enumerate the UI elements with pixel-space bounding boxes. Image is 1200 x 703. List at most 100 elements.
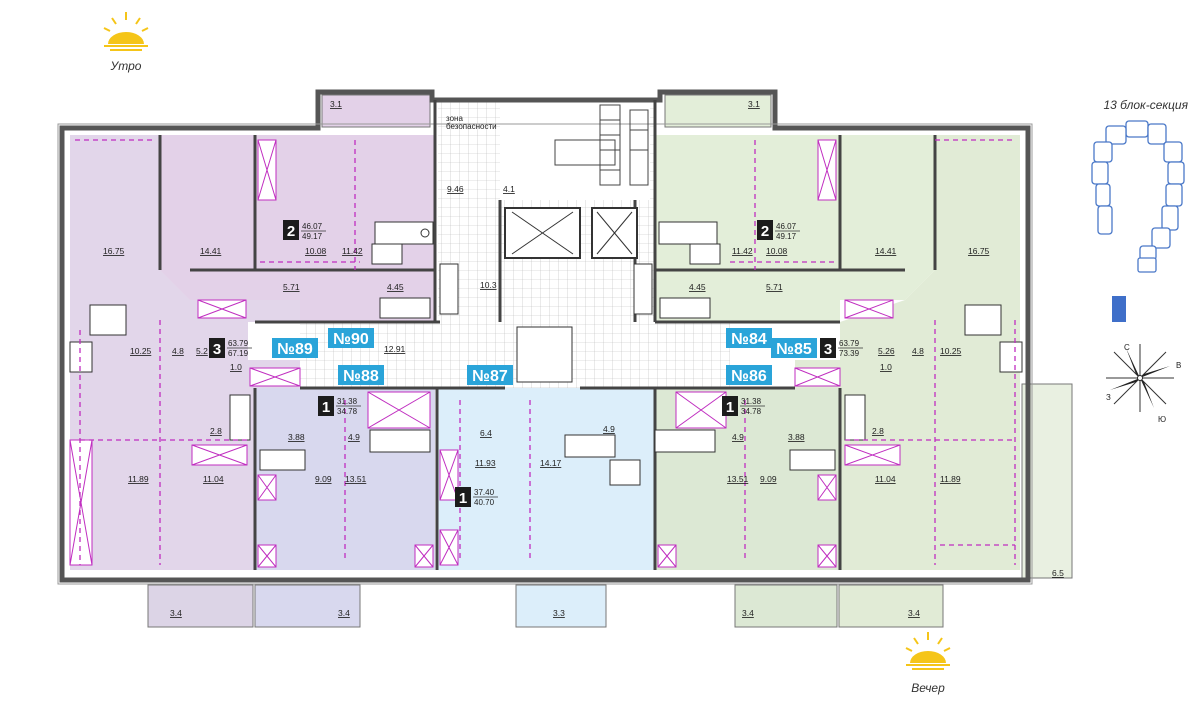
compass-s: Ю [1158, 415, 1166, 424]
svg-text:73.39: 73.39 [839, 349, 860, 358]
balcony-top-right [664, 94, 772, 128]
svg-text:№86: №86 [731, 368, 767, 385]
section-marker [1112, 296, 1126, 322]
svg-text:3.4: 3.4 [170, 608, 182, 618]
zone-lines [75, 139, 1016, 565]
apartment-87-area[interactable] [438, 388, 655, 570]
elevator-2 [591, 207, 638, 259]
elevator-1 [504, 207, 581, 259]
svg-text:37.40: 37.40 [474, 488, 495, 497]
svg-text:3.4: 3.4 [338, 608, 350, 618]
compass-e: В [1176, 361, 1181, 370]
balcony-bottom-5 [838, 584, 944, 628]
svg-text:34.78: 34.78 [337, 407, 358, 416]
apt-86-badge[interactable]: 1 31.38 34.78 [722, 396, 765, 416]
apt-84-badge[interactable]: 2 46.07 49.17 [757, 220, 800, 241]
svg-text:3.88: 3.88 [288, 432, 305, 442]
svg-text:14.41: 14.41 [200, 246, 222, 256]
svg-text:11.42: 11.42 [342, 246, 363, 256]
svg-text:14.17: 14.17 [540, 458, 562, 468]
svg-text:1.0: 1.0 [880, 362, 892, 372]
svg-text:6.5: 6.5 [1052, 568, 1064, 578]
svg-text:3: 3 [824, 341, 832, 358]
svg-text:3.88: 3.88 [788, 432, 805, 442]
apt-90-badge[interactable]: 2 46.07 49.17 [283, 220, 326, 241]
svg-text:2: 2 [287, 223, 295, 240]
svg-text:5.71: 5.71 [283, 282, 300, 292]
svg-text:4.1: 4.1 [503, 184, 515, 194]
svg-text:12.91: 12.91 [384, 344, 406, 354]
outer-walls [57, 89, 1033, 585]
balcony-bottom-3 [515, 584, 607, 628]
apartment-number-86[interactable]: №86 [726, 365, 772, 385]
svg-text:9.09: 9.09 [315, 474, 332, 484]
svg-text:3.4: 3.4 [742, 608, 754, 618]
apt-88-badge[interactable]: 1 31.38 34.78 [318, 396, 361, 416]
apartment-84-area[interactable] [655, 135, 935, 322]
xboxes [69, 139, 901, 568]
svg-text:3.1: 3.1 [330, 99, 342, 109]
svg-text:№89: №89 [277, 341, 313, 358]
apartment-number-88[interactable]: №88 [338, 365, 384, 385]
svg-text:1: 1 [726, 399, 734, 416]
section-label: 13 блок-секция [1103, 98, 1188, 112]
svg-text:№90: №90 [333, 331, 369, 348]
svg-text:4.9: 4.9 [732, 432, 744, 442]
balcony-bottom-1 [147, 584, 254, 628]
svg-text:5.26: 5.26 [878, 346, 895, 356]
svg-text:2: 2 [761, 223, 769, 240]
evening-label: Вечер [911, 681, 945, 695]
balcony-bottom-4 [734, 584, 838, 628]
svg-text:№85: №85 [776, 341, 812, 358]
svg-text:4.45: 4.45 [387, 282, 404, 292]
svg-text:13.51: 13.51 [345, 474, 367, 484]
svg-text:9.09: 9.09 [760, 474, 777, 484]
svg-text:2.8: 2.8 [210, 426, 222, 436]
svg-text:16.75: 16.75 [968, 246, 990, 256]
svg-text:4.45: 4.45 [689, 282, 706, 292]
svg-text:4.8: 4.8 [912, 346, 924, 356]
section-schematic [1091, 120, 1185, 273]
apartment-number-84[interactable]: №84 [726, 328, 772, 348]
apt-89-badge[interactable]: 3 63.79 67.19 [209, 338, 252, 358]
apt-85-badge[interactable]: 3 63.79 73.39 [820, 338, 863, 358]
svg-text:11.04: 11.04 [203, 474, 224, 484]
svg-text:34.78: 34.78 [741, 407, 762, 416]
svg-text:3.3: 3.3 [553, 608, 565, 618]
interior-walls [158, 100, 937, 570]
svg-text:3.4: 3.4 [908, 608, 920, 618]
compass-n: С [1124, 343, 1130, 352]
svg-text:13.51: 13.51 [727, 474, 749, 484]
svg-text:№84: №84 [731, 331, 767, 348]
svg-text:11.42: 11.42 [732, 246, 753, 256]
svg-text:9.46: 9.46 [447, 184, 464, 194]
apartment-number-90[interactable]: №90 [328, 328, 374, 348]
svg-text:№88: №88 [343, 368, 379, 385]
svg-text:14.41: 14.41 [875, 246, 897, 256]
svg-text:63.79: 63.79 [839, 339, 860, 348]
svg-text:4.9: 4.9 [603, 424, 615, 434]
svg-text:4.9: 4.9 [348, 432, 360, 442]
svg-text:1: 1 [322, 399, 330, 416]
svg-text:1: 1 [459, 490, 467, 507]
safety-zone-label-2: безопасности [446, 122, 497, 131]
svg-text:2.8: 2.8 [872, 426, 884, 436]
apartment-number-87[interactable]: №87 [467, 365, 513, 385]
svg-text:5.2: 5.2 [196, 346, 208, 356]
compass-w: З [1106, 393, 1111, 402]
svg-text:10.25: 10.25 [130, 346, 152, 356]
svg-text:49.17: 49.17 [776, 232, 797, 241]
apartment-number-85[interactable]: №85 [771, 338, 817, 358]
svg-text:5.71: 5.71 [766, 282, 783, 292]
apartment-number-89[interactable]: №89 [272, 338, 318, 358]
svg-text:1.0: 1.0 [230, 362, 242, 372]
svg-text:46.07: 46.07 [776, 222, 797, 231]
apt-87-badge[interactable]: 1 37.40 40.70 [455, 487, 498, 507]
morning-label: Утро [110, 59, 142, 73]
svg-text:10.3: 10.3 [480, 280, 497, 290]
svg-text:3: 3 [213, 341, 221, 358]
svg-text:16.75: 16.75 [103, 246, 125, 256]
safety-zone-label-1: зона [446, 114, 463, 123]
sun-morning-icon [103, 12, 149, 51]
